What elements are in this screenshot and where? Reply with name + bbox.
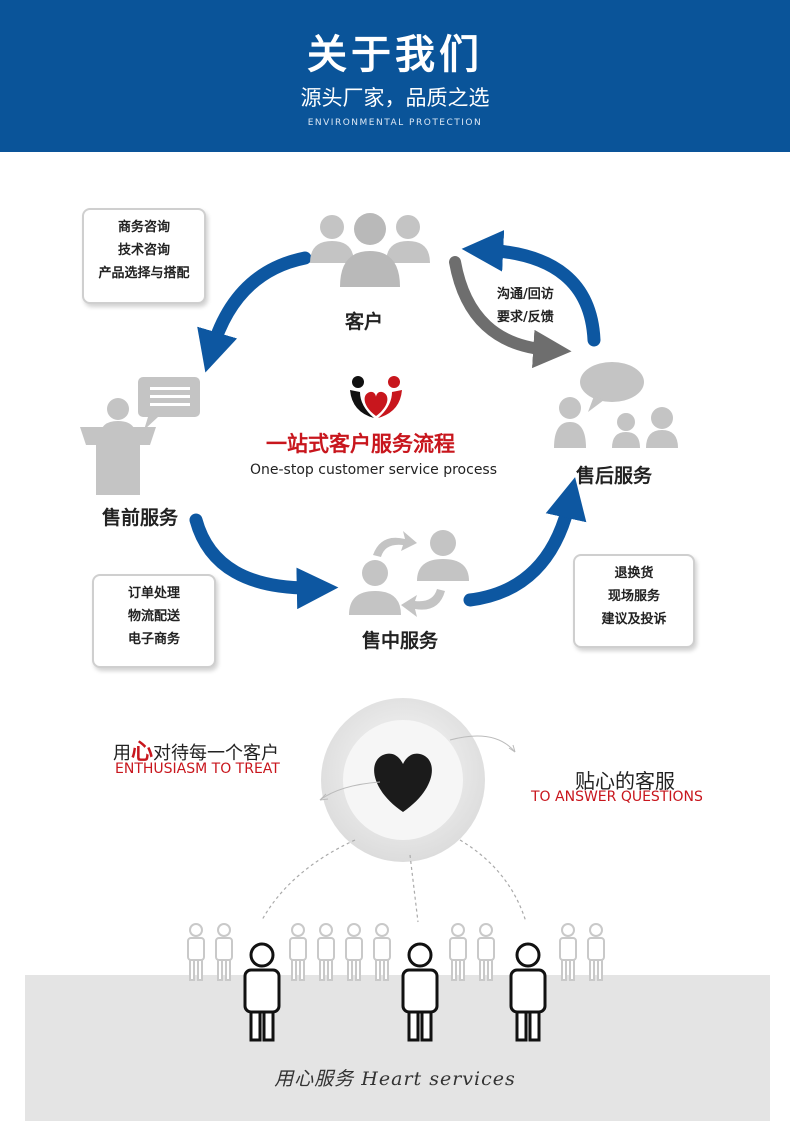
person-outline-icon [345, 923, 363, 981]
process-title: 一站式客户服务流程 [266, 432, 455, 456]
aftersale-item: 建议及投诉 [601, 612, 667, 627]
midsale-label: 售中服务 [362, 630, 439, 652]
presale-item: 技术咨询 [117, 243, 170, 258]
enthusiasm-english: ENTHUSIASM TO TREAT [115, 761, 280, 777]
person-highlight-icon [401, 942, 439, 1042]
podium-speaker-icon [80, 377, 200, 495]
aftersale-item: 现场服务 [607, 589, 660, 604]
footer-ground [25, 975, 770, 1121]
person-outline-icon [187, 923, 205, 981]
presale-info-box: 商务咨询 技术咨询 产品选择与搭配 [82, 208, 206, 304]
meeting-people-icon [554, 362, 678, 448]
feedback-line-1: 沟通/回访 [497, 287, 554, 302]
person-highlight-icon [509, 942, 547, 1042]
presale-label: 售前服务 [102, 507, 179, 529]
people-crowd-icon [187, 923, 605, 1042]
arrow-feedback [449, 256, 572, 369]
person-outline-icon [477, 923, 495, 981]
person-outline-icon [215, 923, 233, 981]
exchange-people-icon [349, 530, 469, 617]
header-banner [0, 0, 790, 152]
process-arrows [189, 230, 601, 610]
process-english-title: One-stop customer service process [250, 462, 498, 478]
banner-subtitle: 源头厂家，品质之选 [300, 86, 490, 110]
midsale-item: 物流配送 [127, 609, 180, 624]
person-highlight-icon [243, 942, 281, 1042]
person-outline-icon [587, 923, 605, 981]
heart-icon [374, 753, 432, 812]
midsale-item: 电子商务 [127, 632, 180, 647]
midsale-info-box: 订单处理 物流配送 电子商务 [92, 574, 216, 668]
orbit-arrow-right [449, 735, 516, 753]
heart-services-footer-text: 用心服务 Heart services [274, 1068, 516, 1090]
enthusiasm-heading: 用心对待每一个客户 [113, 740, 280, 765]
person-outline-icon [289, 923, 307, 981]
feedback-line-2: 要求/反馈 [497, 310, 554, 325]
arrow-customer-to-presale [197, 251, 312, 373]
arrow-midsale-to-aftersale [463, 477, 587, 607]
aftersale-item: 退换货 [614, 566, 654, 581]
presale-item: 产品选择与搭配 [98, 266, 190, 281]
caring-service-english: TO ANSWER QUESTIONS [531, 789, 703, 805]
customer-label: 客户 [345, 311, 384, 333]
person-outline-icon [559, 923, 577, 981]
presale-item: 商务咨询 [117, 220, 170, 235]
aftersale-info-box: 退换货 现场服务 建议及投诉 [573, 554, 695, 648]
banner-english-subtitle: ENVIRONMENTAL PROTECTION [307, 118, 483, 128]
customer-group-icon [310, 213, 430, 287]
midsale-item: 订单处理 [127, 586, 180, 601]
people-heart-logo-icon [350, 376, 402, 418]
person-outline-icon [373, 923, 391, 981]
heart-service-graphic [261, 698, 527, 923]
aftersale-label: 售后服务 [576, 465, 653, 487]
person-outline-icon [317, 923, 335, 981]
arrow-aftersale-to-customer [461, 230, 601, 347]
banner-title: 关于我们 [307, 32, 483, 78]
person-outline-icon [449, 923, 467, 981]
caring-service-heading: 贴心的客服 [575, 769, 675, 793]
arrow-presale-to-midsale [189, 513, 339, 610]
orbit-arrow-left [319, 781, 381, 801]
